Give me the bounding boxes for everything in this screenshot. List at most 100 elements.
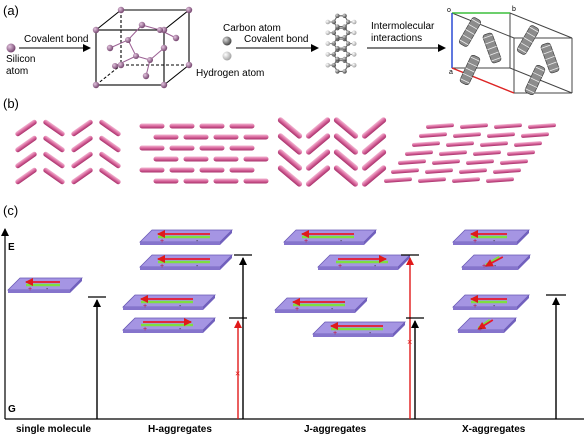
panel-a-label: (a) xyxy=(3,3,19,18)
plus-sign: + xyxy=(295,306,299,313)
minus-sign: - xyxy=(494,263,497,270)
molecule-rod xyxy=(43,135,65,153)
molecule-rod xyxy=(139,145,165,151)
molecule-rod xyxy=(139,123,165,129)
molecule-rod xyxy=(398,159,426,165)
crystal-molecules xyxy=(458,17,560,96)
carbon-atom xyxy=(342,69,347,74)
carbon-atom xyxy=(335,24,340,29)
molecule-rod xyxy=(460,123,488,129)
molecule-rod xyxy=(15,119,37,137)
caption-j-aggregates: J-aggregates xyxy=(304,424,367,435)
plus-sign: + xyxy=(143,326,147,333)
molecule-rod xyxy=(426,123,454,129)
molecule-rod xyxy=(169,123,195,129)
molecule-rod xyxy=(153,134,179,140)
molecule-rod xyxy=(305,149,331,171)
molecule-rod xyxy=(199,167,225,173)
molecule-plate: +- xyxy=(317,254,411,270)
plus-sign: + xyxy=(333,330,337,337)
molecule-rod xyxy=(169,167,195,173)
carbon-atom-label: Carbon atom xyxy=(223,23,281,34)
molecule-rod xyxy=(452,177,480,183)
minus-sign: - xyxy=(493,238,496,245)
molecule-plate: +- xyxy=(139,254,233,270)
molecule-rod xyxy=(446,141,474,147)
molecule-rod xyxy=(139,167,165,173)
acene-molecule xyxy=(325,13,357,74)
crystal-molecule xyxy=(524,64,546,96)
plus-sign: + xyxy=(28,286,32,293)
energy-axis-top-label: E xyxy=(8,242,15,253)
hydrogen-atom xyxy=(351,62,357,68)
silicon-atom-icon xyxy=(6,43,16,53)
carbon-atom xyxy=(335,69,340,74)
axis-a-label: a xyxy=(449,69,453,76)
molecule-rod xyxy=(229,123,255,129)
molecule-rod xyxy=(243,178,269,184)
molecule-rod xyxy=(199,145,225,151)
molecule-rod xyxy=(99,119,121,137)
molecule-rod xyxy=(71,167,93,185)
molecule-rod xyxy=(361,149,387,171)
molecule-plate: +- xyxy=(7,277,83,293)
plus-sign: + xyxy=(160,238,164,245)
molecule-plate: +- xyxy=(312,321,406,337)
hydrogen-atom xyxy=(351,52,357,57)
silicon-atoms xyxy=(92,6,193,89)
molecule-rod xyxy=(43,167,65,185)
molecule-rod xyxy=(305,133,331,155)
plus-sign: + xyxy=(473,238,477,245)
hydrogen-atom xyxy=(325,62,331,68)
caption-single-molecule: single molecule xyxy=(16,424,91,435)
carbon-atom xyxy=(342,24,347,29)
plus-sign: + xyxy=(160,263,164,270)
carbon-atom xyxy=(335,13,340,18)
molecule-rod xyxy=(243,134,269,140)
molecule-rod xyxy=(514,141,542,147)
molecule-plate: +- xyxy=(139,229,233,245)
molecule-rod xyxy=(229,145,255,151)
molecule-rod xyxy=(384,177,412,183)
molecule-plate: +- xyxy=(283,229,377,245)
energy-diagram: +-+-+-+-+-×+-+-+-+-×+-+-+-+- xyxy=(7,229,566,419)
caption-x-aggregates: X-aggregates xyxy=(462,424,526,435)
molecule-rod xyxy=(99,135,121,153)
plus-sign: + xyxy=(143,303,147,310)
molecule-rod xyxy=(229,167,255,173)
intermolecular-label-line1: Intermolecular xyxy=(371,21,435,32)
hydrogen-atom xyxy=(325,19,331,25)
molecule-rod xyxy=(391,168,419,174)
carbon-atom xyxy=(342,35,347,40)
molecule-rod xyxy=(507,150,535,156)
molecule-rod xyxy=(412,141,440,147)
molecule-rod xyxy=(43,119,65,137)
plus-sign: + xyxy=(304,238,308,245)
dipole-arrow xyxy=(477,319,494,330)
molecule-rod xyxy=(277,165,303,187)
molecule-rod xyxy=(333,117,359,139)
molecule-rod xyxy=(71,151,93,169)
minus-sign: - xyxy=(480,326,483,333)
molecule-rod xyxy=(500,159,528,165)
axis-o-label: o xyxy=(447,7,451,14)
hydrogen-atom xyxy=(325,30,331,36)
molecule-rod xyxy=(473,150,501,156)
intermolecular-label-line2: interactions xyxy=(371,33,422,44)
hydrogen-atom xyxy=(325,52,331,57)
forbidden-cross-mark: × xyxy=(407,337,412,347)
axis-b-label: b xyxy=(512,6,516,13)
carbon-atom xyxy=(342,13,347,18)
carbon-atom xyxy=(335,45,340,51)
carbon-atom xyxy=(335,56,340,62)
panel-c-label: (c) xyxy=(3,203,18,218)
molecule-rod xyxy=(528,123,556,129)
covalent-bond-label-1: Covalent bond xyxy=(24,34,89,45)
molecule-rod xyxy=(480,141,508,147)
molecule-rod xyxy=(183,134,209,140)
crystal-molecule xyxy=(482,32,502,64)
molecule-rod xyxy=(466,159,494,165)
hydrogen-atom-icon xyxy=(222,51,232,61)
molecule-rod xyxy=(486,177,514,183)
